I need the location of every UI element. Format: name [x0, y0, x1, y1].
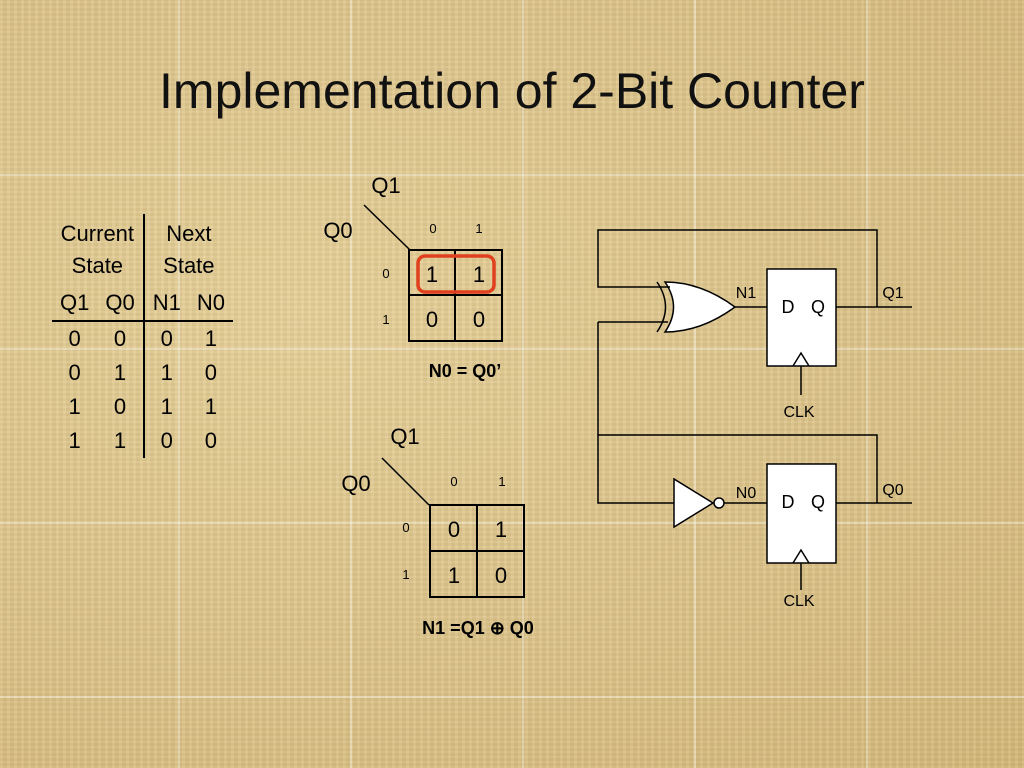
kmap-row-variable: Q0 — [323, 218, 352, 243]
column-header-row: Q1 Q0 N1 N0 — [52, 286, 233, 322]
kmap-equation: N0 = Q0’ — [429, 361, 502, 381]
clock-edge-icon — [792, 351, 810, 367]
background-grid-line — [694, 0, 696, 768]
background-grid-line — [0, 522, 1024, 524]
background-grid-line — [0, 696, 1024, 698]
table-cell: 0 — [97, 321, 145, 356]
table-cell: 0 — [204, 360, 218, 385]
kmap-diagonal — [381, 457, 430, 506]
column-header-n0: N0 — [188, 286, 233, 322]
table-cell: 1 — [97, 424, 145, 458]
not-gate-icon — [673, 477, 725, 529]
table-row: 0 1 1 0 — [52, 356, 233, 390]
table-cell: 1 — [68, 428, 81, 453]
kmap-row-label: 0 — [402, 520, 409, 535]
table-cell: 1 — [204, 394, 218, 419]
kmap-col-label: 1 — [475, 221, 482, 236]
n1-signal-label: N1 — [736, 285, 757, 302]
background-grid-line — [0, 174, 1024, 176]
kmap-grouping — [416, 254, 496, 294]
table-cell: 0 — [160, 326, 173, 351]
kmap-equation: N1 =Q1 ⊕ Q0 — [422, 618, 534, 638]
q0-signal-label: Q0 — [882, 482, 903, 499]
kmap-col-label: 1 — [498, 474, 505, 489]
next-state-header-text: Next State — [163, 221, 215, 278]
table-row: 0 0 0 1 — [52, 321, 233, 356]
table-cell: 0 — [160, 428, 173, 453]
table-cell: 0 — [204, 428, 218, 453]
flip-flop-q1 — [766, 268, 837, 367]
ff1-d-label: D — [782, 297, 795, 317]
table-cell: 0 — [68, 360, 81, 385]
table-row: 1 0 1 1 — [52, 390, 233, 424]
kmap-cell: 1 — [473, 262, 485, 287]
ff0-clock-label: CLK — [783, 593, 814, 610]
kmap-col-variable: Q1 — [371, 173, 400, 198]
table-cell: 1 — [204, 326, 218, 351]
kmap-cell: 1 — [495, 517, 507, 542]
state-table: Current State Next State Q1 Q0 N1 N0 0 0… — [52, 214, 233, 458]
current-state-header-text: Current State — [60, 221, 135, 278]
flip-flop-q0 — [766, 463, 837, 564]
table-cell: 1 — [68, 394, 81, 419]
page-title: Implementation of 2-Bit Counter — [159, 63, 865, 119]
xor-gate-icon — [656, 281, 737, 333]
kmap-cell: 1 — [448, 563, 460, 588]
kmap-cell: 0 — [448, 517, 460, 542]
clock-edge-icon — [792, 548, 810, 564]
background-grid-line — [350, 0, 352, 768]
kmap-n0: Q1 Q0 0 1 0 1 1 1 0 0 N0 = Q0’ — [323, 173, 503, 381]
table-cell: 1 — [160, 360, 173, 385]
ff0-d-label: D — [782, 492, 795, 512]
q1-feedback-wire — [597, 229, 878, 307]
kmap-cell: 1 — [426, 262, 438, 287]
background-grid-line — [178, 0, 180, 768]
column-header-n1: N1 — [143, 286, 189, 322]
table-cell: 1 — [160, 394, 173, 419]
kmap-n1: Q1 Q0 0 1 0 1 0 1 1 0 N1 =Q1 ⊕ Q0 — [341, 424, 534, 638]
table-cell: 0 — [97, 390, 145, 424]
ff0-q-label: Q — [811, 492, 825, 512]
kmap-row-label: 0 — [382, 266, 389, 281]
kmap-cell: 0 — [426, 307, 438, 332]
kmap-cell: 0 — [473, 307, 485, 332]
kmap-diagonal — [363, 204, 411, 251]
background-grid-line — [866, 0, 868, 768]
kmap-cell: 0 — [495, 563, 507, 588]
table-row: 1 1 0 0 — [52, 424, 233, 458]
ff1-clock-label: CLK — [783, 404, 814, 421]
kmap-row-label: 1 — [402, 567, 409, 582]
n0-signal-label: N0 — [736, 485, 757, 502]
table-cell: 0 — [68, 326, 81, 351]
background-grid-line — [522, 0, 524, 768]
next-state-header: Next State — [144, 214, 233, 286]
kmap-col-label: 0 — [429, 221, 436, 236]
column-header-q1: Q1 — [52, 286, 98, 322]
kmap-row-label: 1 — [382, 312, 389, 327]
table-cell: 1 — [97, 356, 145, 390]
background-grid-line — [0, 348, 1024, 350]
q1-signal-label: Q1 — [882, 285, 903, 302]
current-state-header: Current State — [52, 214, 145, 286]
ff1-q-label: Q — [811, 297, 825, 317]
kmap-row-variable: Q0 — [341, 471, 370, 496]
counter-circuit — [597, 229, 912, 590]
kmap-col-label: 0 — [450, 474, 457, 489]
column-header-q0: Q0 — [97, 286, 145, 322]
kmap-col-variable: Q1 — [390, 424, 419, 449]
